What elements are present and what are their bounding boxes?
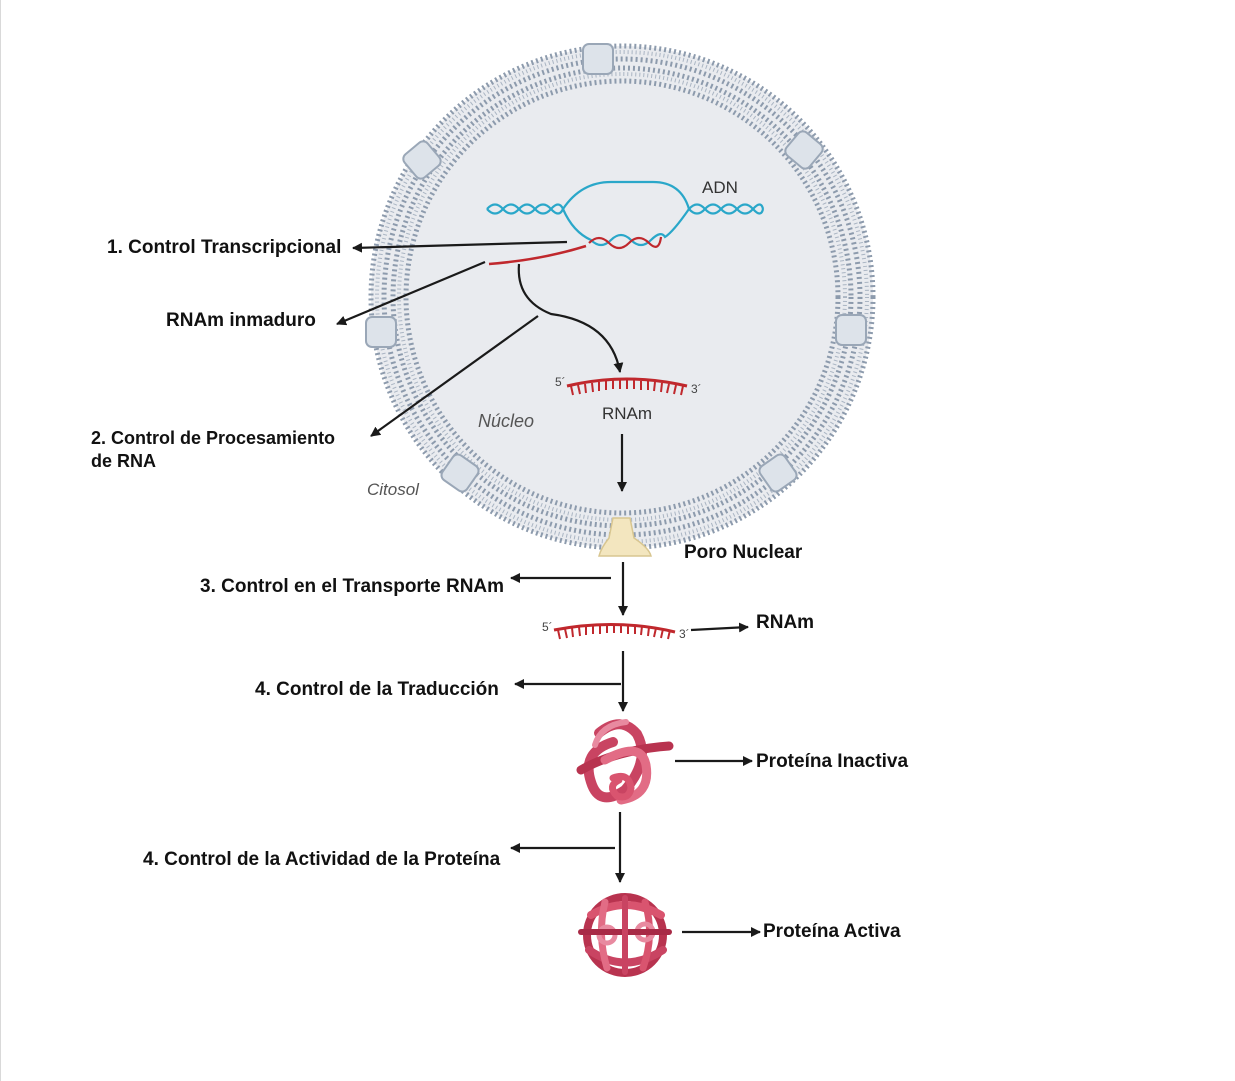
membrane-pores [365, 43, 867, 493]
nucleus [368, 43, 876, 551]
rnam-cytosol-label: RNAm [756, 612, 815, 633]
arrow-to-control-transcripcional [352, 240, 568, 253]
arrow-to-control-procesamiento [370, 315, 539, 437]
control-traduccion-label: 4. Control de la Traducción [255, 679, 499, 700]
mrna-cytosol [553, 623, 676, 640]
control-procesamiento-label: 2. Control de Procesamiento de RNA [91, 428, 336, 471]
membrane-pore [365, 316, 397, 348]
arrow-to-rnam-label [690, 622, 749, 633]
membrane-pore [784, 130, 824, 170]
nucleus-interior [371, 46, 873, 548]
arrow-to-rnam-inmaduro [336, 260, 486, 326]
three-prime-cytosol-label: 3´ [679, 627, 690, 641]
mrna-nucleus [566, 377, 688, 396]
proteina-activa-label: Proteína Activa [763, 921, 901, 942]
three-prime-label: 3´ [691, 382, 702, 396]
active-protein [578, 893, 672, 977]
membrane-pore [835, 314, 867, 346]
membrane-pore [758, 453, 798, 493]
nucleo-label: Núcleo [478, 411, 535, 431]
dna-strands [486, 180, 765, 266]
nuclear-pore [598, 517, 652, 557]
control-transporte-label: 3. Control en el Transporte RNAm [200, 576, 505, 597]
five-prime-cytosol-label: 5´ [542, 620, 553, 634]
rnam-inmaduro-label: RNAm inmaduro [166, 310, 316, 331]
control-transcripcional-label: 1. Control Transcripcional [107, 237, 342, 258]
membrane-pore [440, 453, 480, 493]
outer-membrane-inner [381, 56, 863, 538]
inner-membrane-inner [403, 78, 841, 516]
membrane-pore [402, 140, 442, 180]
citosol-label: Citosol [367, 480, 419, 499]
rnam-nucleus-label: RNAm [602, 404, 653, 423]
inactive-protein [576, 719, 674, 805]
arrows [336, 240, 761, 937]
adn-label: ADN [702, 178, 738, 197]
poro-nuclear-label: Poro Nuclear [684, 542, 803, 563]
control-actividad-label: 4. Control de la Actividad de la Proteín… [143, 849, 501, 870]
inner-membrane-outer [390, 65, 854, 529]
outer-membrane-outer [368, 43, 876, 551]
arrow-to-rnam-nucleus [517, 263, 624, 373]
proteina-inactiva-label: Proteína Inactiva [756, 751, 909, 772]
membrane-pore [582, 43, 614, 75]
five-prime-label: 5´ [555, 375, 566, 389]
